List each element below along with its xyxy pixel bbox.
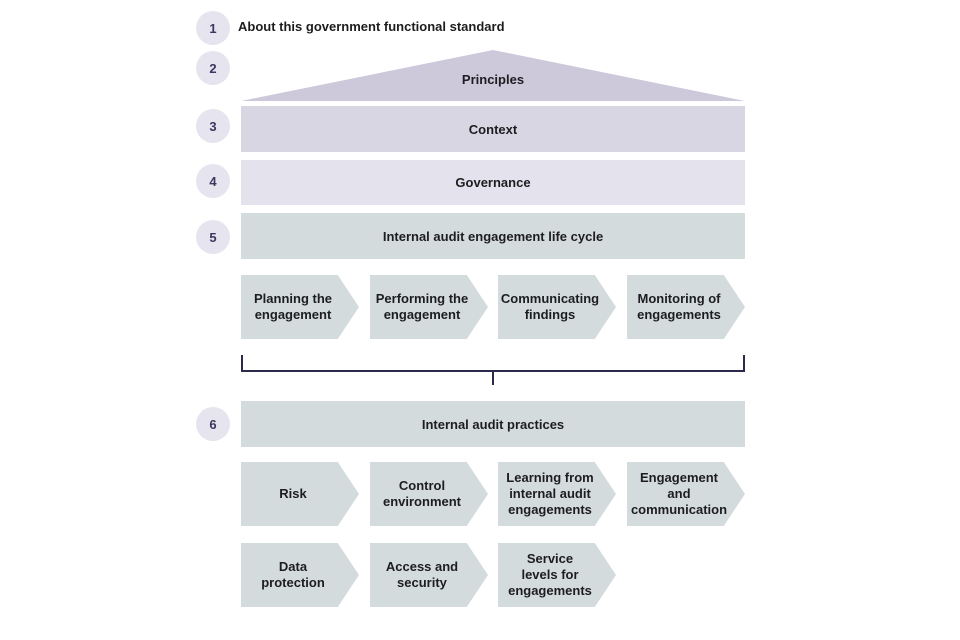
section-number-4: 4 — [196, 164, 230, 198]
context-label: Context — [468, 121, 518, 137]
practice-learning: Learning from internal audit engagements — [498, 462, 616, 526]
practice-access-security: Access and security — [370, 543, 488, 607]
principles-triangle — [241, 50, 745, 101]
section-number-5: 5 — [196, 220, 230, 254]
practices-band: Internal audit practices — [241, 401, 745, 447]
practice-control-environment: Control environment — [370, 462, 488, 526]
practice-risk: Risk — [241, 462, 359, 526]
lifecycle-bracket — [241, 355, 745, 372]
lifecycle-band: Internal audit engagement life cycle — [241, 213, 745, 259]
principles-label: Principles — [461, 72, 525, 87]
lifecycle-step-communicating: Communicating findings — [498, 275, 616, 339]
section-number-3: 3 — [196, 109, 230, 143]
bracket-stem — [492, 371, 494, 385]
practice-engagement-communication: Engagement and communication — [627, 462, 745, 526]
section-number-1: 1 — [196, 11, 230, 45]
lifecycle-step-performing: Performing the engagement — [370, 275, 488, 339]
practice-data-protection: Data protection — [241, 543, 359, 607]
section-number-2: 2 — [196, 51, 230, 85]
lifecycle-step-planning: Planning the engagement — [241, 275, 359, 339]
lifecycle-label: Internal audit engagement life cycle — [382, 228, 604, 244]
practices-label: Internal audit practices — [421, 416, 565, 432]
practice-service-levels: Service levels for engagements — [498, 543, 616, 607]
section-number-6: 6 — [196, 407, 230, 441]
governance-band: Governance — [241, 160, 745, 205]
principles-roof — [241, 50, 745, 101]
context-band: Context — [241, 106, 745, 152]
section-1-title: About this government functional standar… — [238, 19, 505, 34]
governance-label: Governance — [455, 175, 531, 190]
lifecycle-step-monitoring: Monitoring of engagements — [627, 275, 745, 339]
